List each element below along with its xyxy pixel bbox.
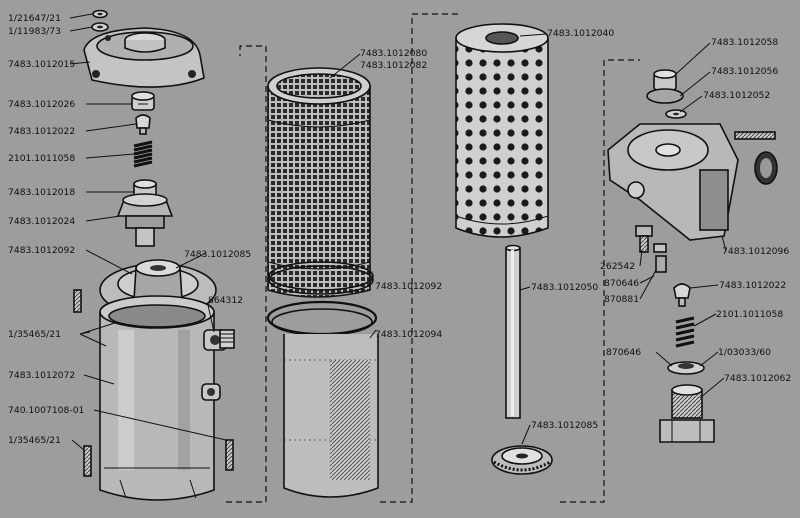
label-864312: 864312	[208, 295, 243, 306]
assembly-line-middle	[380, 13, 460, 503]
plug-screw	[219, 329, 235, 349]
valve-spring	[133, 140, 153, 168]
label-1-35465-21-top: 1/35465/21	[8, 329, 61, 340]
label-7483-1012018: 7483.1012018	[8, 187, 75, 198]
label-7483-1012092-mid: 7483.1012092	[375, 281, 442, 292]
mesh-filter-element	[267, 67, 371, 298]
label-7483-1012062: 7483.1012062	[724, 373, 791, 384]
small-washers	[653, 243, 667, 273]
label-740-1007108-01: 740.1007108-01	[8, 405, 84, 416]
leader-lines	[69, 13, 727, 451]
label-870646-bottom: 870646	[606, 347, 641, 358]
perforated-filter-element	[455, 23, 549, 238]
small-bolt	[635, 225, 653, 253]
stud-pin-top	[73, 289, 82, 313]
valve-body	[116, 179, 174, 247]
stud-pin-right	[225, 439, 234, 471]
washer-second	[91, 22, 109, 32]
label-7483-1012056: 7483.1012056	[711, 66, 778, 77]
label-2101-1011058-left: 2101.1011058	[8, 153, 75, 164]
label-7483-1012058: 7483.1012058	[711, 37, 778, 48]
label-262542: 262542	[600, 261, 635, 272]
label-7483-1012072: 7483.1012072	[8, 370, 75, 381]
valve-nut	[131, 91, 155, 111]
right-valve-nut	[646, 69, 684, 104]
sealing-ring-lower	[266, 300, 378, 336]
assembly-line-left	[226, 45, 267, 503]
sealing-ring-upper	[268, 261, 374, 295]
filter-cover	[83, 27, 205, 88]
label-7483-1012024: 7483.1012024	[8, 216, 75, 227]
label-7483-1012022-left: 7483.1012022	[8, 126, 75, 137]
right-washer	[665, 109, 687, 119]
label-7483-1012094: 7483.1012094	[375, 329, 442, 340]
label-7483-1012085-mid: 7483.1012085	[531, 420, 598, 431]
label-7483-1012026: 7483.1012026	[8, 99, 75, 110]
valve-plunger	[135, 114, 151, 135]
label-7483-1012040: 7483.1012040	[547, 28, 614, 39]
label-7483-1012096: 7483.1012096	[722, 246, 789, 257]
rod-washer	[491, 445, 553, 475]
label-7483-1012052: 7483.1012052	[703, 90, 770, 101]
label-2101-1011058-right: 2101.1011058	[716, 309, 783, 320]
right-sealing-washer	[667, 361, 705, 375]
assembly-line-right	[560, 59, 640, 503]
label-1-11983-73: 1/11983/73	[8, 26, 61, 37]
label-1-21647-21: 1/21647/21	[8, 13, 61, 24]
label-7483-1012050: 7483.1012050	[531, 282, 598, 293]
label-7483-1012080: 7483.1012080	[360, 48, 427, 59]
label-870881: 870881	[604, 294, 639, 305]
label-1-03033-60: 1/03033/60	[718, 347, 771, 358]
label-7483-1012015: 7483.1012015	[8, 59, 75, 70]
label-870646-top: 870646	[604, 278, 639, 289]
filter-housing	[99, 295, 227, 501]
washer-small	[92, 9, 108, 19]
label-7483-1012085-left: 7483.1012085	[184, 249, 251, 260]
right-plunger	[673, 283, 691, 307]
center-rod	[505, 244, 521, 419]
plug-nut	[659, 384, 715, 443]
label-1-35465-21-bottom: 1/35465/21	[8, 435, 61, 446]
label-7483-1012092-left: 7483.1012092	[8, 245, 75, 256]
stud-pin-bottom	[83, 445, 92, 477]
inner-filter-sleeve	[283, 334, 379, 498]
right-spring	[675, 316, 695, 348]
label-7483-1012082: 7483.1012082	[360, 60, 427, 71]
valve-block	[607, 123, 778, 241]
label-7483-1012022-right: 7483.1012022	[719, 280, 786, 291]
